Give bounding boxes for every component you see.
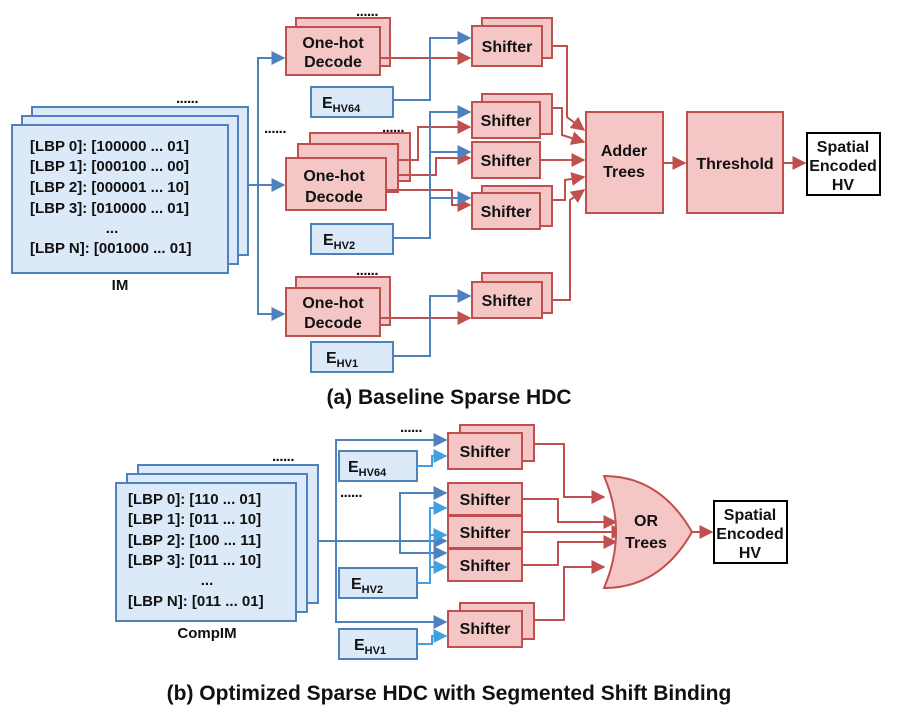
svg-text:Shifter: Shifter	[460, 525, 511, 542]
shifter-b-top: Shifter	[447, 424, 535, 470]
shifter-a-mid-2: Shifter	[471, 141, 541, 179]
svg-text:......: ......	[340, 484, 362, 501]
compim-label: CompIM	[177, 625, 236, 642]
svg-text:Shifter: Shifter	[482, 293, 533, 310]
compim-stack: ...... [LBP 0]: [110 ... 01] [LBP 1]: [0…	[115, 448, 319, 642]
svg-text:Shifter: Shifter	[460, 558, 511, 575]
shifter-b-mid-2: Shifter	[447, 515, 523, 549]
svg-text:[LBP 0]: [110 ... 01]: [LBP 0]: [110 ... 01]	[128, 491, 261, 508]
im-ellipsis: ......	[176, 90, 198, 107]
svg-text:......: ......	[356, 3, 378, 20]
svg-text:......: ......	[356, 262, 378, 279]
shifter-b-mid-1: Shifter	[447, 482, 523, 516]
svg-text:Shifter: Shifter	[460, 444, 511, 461]
svg-text:One-hot: One-hot	[303, 168, 365, 185]
svg-text:[LBP 3]: [011 ... 10]: [LBP 3]: [011 ... 10]	[128, 552, 261, 569]
ehv64-box-b: EHV64	[338, 450, 418, 482]
output-box-b: Spatial Encoded HV	[713, 500, 788, 564]
svg-text:EHV64: EHV64	[348, 459, 387, 479]
im-row-dots: ...	[106, 220, 119, 237]
svg-text:HV: HV	[832, 177, 855, 194]
adder-trees-box: Adder Trees	[585, 111, 664, 214]
shifter-a-mid-1: Shifter	[471, 93, 553, 139]
svg-text:One-hot: One-hot	[302, 35, 364, 52]
svg-text:[LBP 1]: [011 ... 10]: [LBP 1]: [011 ... 10]	[128, 511, 261, 528]
shifter-b-mid-3: Shifter	[447, 548, 523, 582]
shifter-a-top: Shifter	[471, 17, 553, 67]
shifter-to-adder-lines	[540, 45, 586, 301]
svg-text:HV: HV	[739, 545, 762, 562]
svg-text:[LBP N]: [011 ... 01]: [LBP N]: [011 ... 01]	[128, 593, 264, 610]
ehv2-box-b: EHV2	[338, 567, 418, 599]
svg-text:One-hot: One-hot	[302, 295, 364, 312]
shifter-a-bottom: Shifter	[471, 272, 553, 319]
svg-text:Encoded: Encoded	[716, 526, 784, 543]
svg-text:[LBP 2]: [100 ... 11]: [LBP 2]: [100 ... 11]	[128, 532, 261, 549]
panel-b: ...... [LBP 0]: [110 ... 01] [LBP 1]: [0…	[115, 419, 788, 705]
svg-text:Shifter: Shifter	[482, 39, 533, 56]
ehv-to-shifter-lines-b	[417, 449, 448, 645]
svg-text:......: ......	[382, 119, 404, 136]
svg-text:Shifter: Shifter	[481, 153, 532, 170]
svg-text:...: ...	[201, 572, 214, 589]
svg-text:EHV1: EHV1	[326, 350, 358, 370]
svg-text:Spatial: Spatial	[724, 507, 776, 524]
ehv64-box-a: EHV64	[310, 86, 394, 118]
svg-text:EHV1: EHV1	[354, 637, 386, 657]
svg-text:Decode: Decode	[305, 189, 363, 206]
panel-a: ...... [LBP 0]: [100000 ... 01] [LBP 1]:…	[11, 3, 881, 409]
shifter-b-bottom: Shifter	[447, 602, 535, 648]
svg-text:Decode: Decode	[304, 315, 362, 332]
shifter-a-mid-3: Shifter	[471, 185, 553, 230]
threshold-box: Threshold	[686, 111, 784, 214]
svg-text:EHV2: EHV2	[323, 232, 355, 252]
svg-text:Decode: Decode	[304, 54, 362, 71]
svg-text:OR: OR	[634, 513, 658, 530]
svg-text:......: ......	[400, 419, 422, 436]
caption-b: (b) Optimized Sparse HDC with Segmented …	[167, 682, 732, 705]
svg-text:Adder: Adder	[601, 143, 647, 160]
im-stack: ...... [LBP 0]: [100000 ... 01] [LBP 1]:…	[11, 90, 249, 294]
im-row-1: [LBP 1]: [000100 ... 00]	[30, 158, 189, 175]
decode-to-shifter-lines	[380, 51, 472, 325]
decode-gap-ellipsis: ......	[264, 120, 286, 137]
decode-stack-mid: ...... One-hot Decode	[285, 119, 411, 211]
or-trees-shape: OR Trees	[602, 474, 694, 590]
ehv2-box-a: EHV2	[310, 223, 394, 255]
im-row-3: [LBP 3]: [010000 ... 01]	[30, 200, 189, 217]
im-label: IM	[112, 277, 129, 294]
svg-text:EHV64: EHV64	[322, 95, 361, 115]
im-row-0: [LBP 0]: [100000 ... 01]	[30, 138, 189, 155]
svg-text:Shifter: Shifter	[460, 621, 511, 638]
output-box-a: Spatial Encoded HV	[806, 132, 881, 196]
decode-stack-bottom: ...... One-hot Decode	[285, 262, 391, 337]
decode-stack-top: ...... One-hot Decode	[285, 3, 391, 76]
svg-text:Trees: Trees	[603, 164, 645, 181]
svg-text:Trees: Trees	[625, 535, 667, 552]
svg-text:Encoded: Encoded	[809, 158, 877, 175]
svg-text:Spatial: Spatial	[817, 139, 869, 156]
svg-text:EHV2: EHV2	[351, 576, 383, 596]
svg-text:Shifter: Shifter	[481, 113, 532, 130]
caption-a: (a) Baseline Sparse HDC	[326, 386, 571, 409]
im-to-decode-lines	[248, 51, 286, 321]
im-row-n: [LBP N]: [001000 ... 01]	[30, 240, 191, 257]
compim-ellipsis: ......	[272, 448, 294, 465]
svg-text:Shifter: Shifter	[460, 492, 511, 509]
compim-to-shifter-lines	[318, 433, 448, 629]
ehv1-box-a: EHV1	[310, 341, 394, 373]
im-row-2: [LBP 2]: [000001 ... 10]	[30, 179, 189, 196]
ehv-to-shifter-lines-a	[393, 31, 472, 357]
shifter-to-or-lines	[522, 443, 626, 621]
svg-text:Shifter: Shifter	[481, 204, 532, 221]
svg-text:Threshold: Threshold	[696, 156, 773, 173]
ehv1-box-b: EHV1	[338, 628, 418, 660]
